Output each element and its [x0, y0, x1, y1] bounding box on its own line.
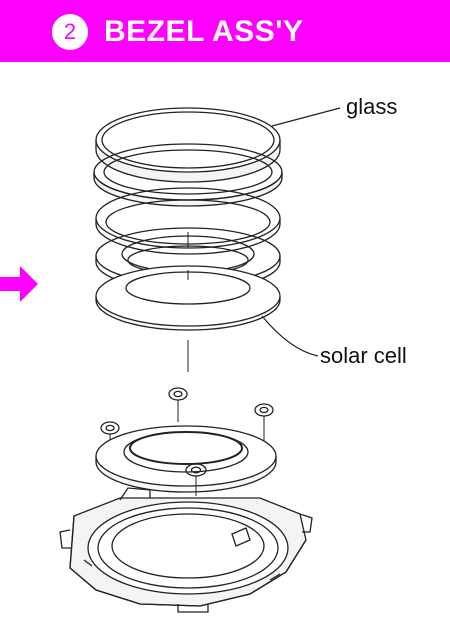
- glass-part: [95, 107, 281, 183]
- glass-label: glass: [346, 94, 398, 119]
- solar-cell-part: [95, 265, 281, 331]
- dial-plate-part: [95, 425, 277, 496]
- case-base-part: [59, 487, 313, 613]
- step-number-badge: 2: [52, 14, 88, 50]
- header-bar: 2 BEZEL ASS'Y: [0, 0, 450, 62]
- solar-cell-label: solar cell: [320, 343, 407, 368]
- glass-leader-line: [271, 107, 341, 127]
- screw-part: [168, 387, 188, 422]
- arrow-right-icon: [0, 266, 38, 302]
- page-title: BEZEL ASS'Y: [104, 15, 304, 48]
- solar-cell-leader-line: [261, 315, 319, 357]
